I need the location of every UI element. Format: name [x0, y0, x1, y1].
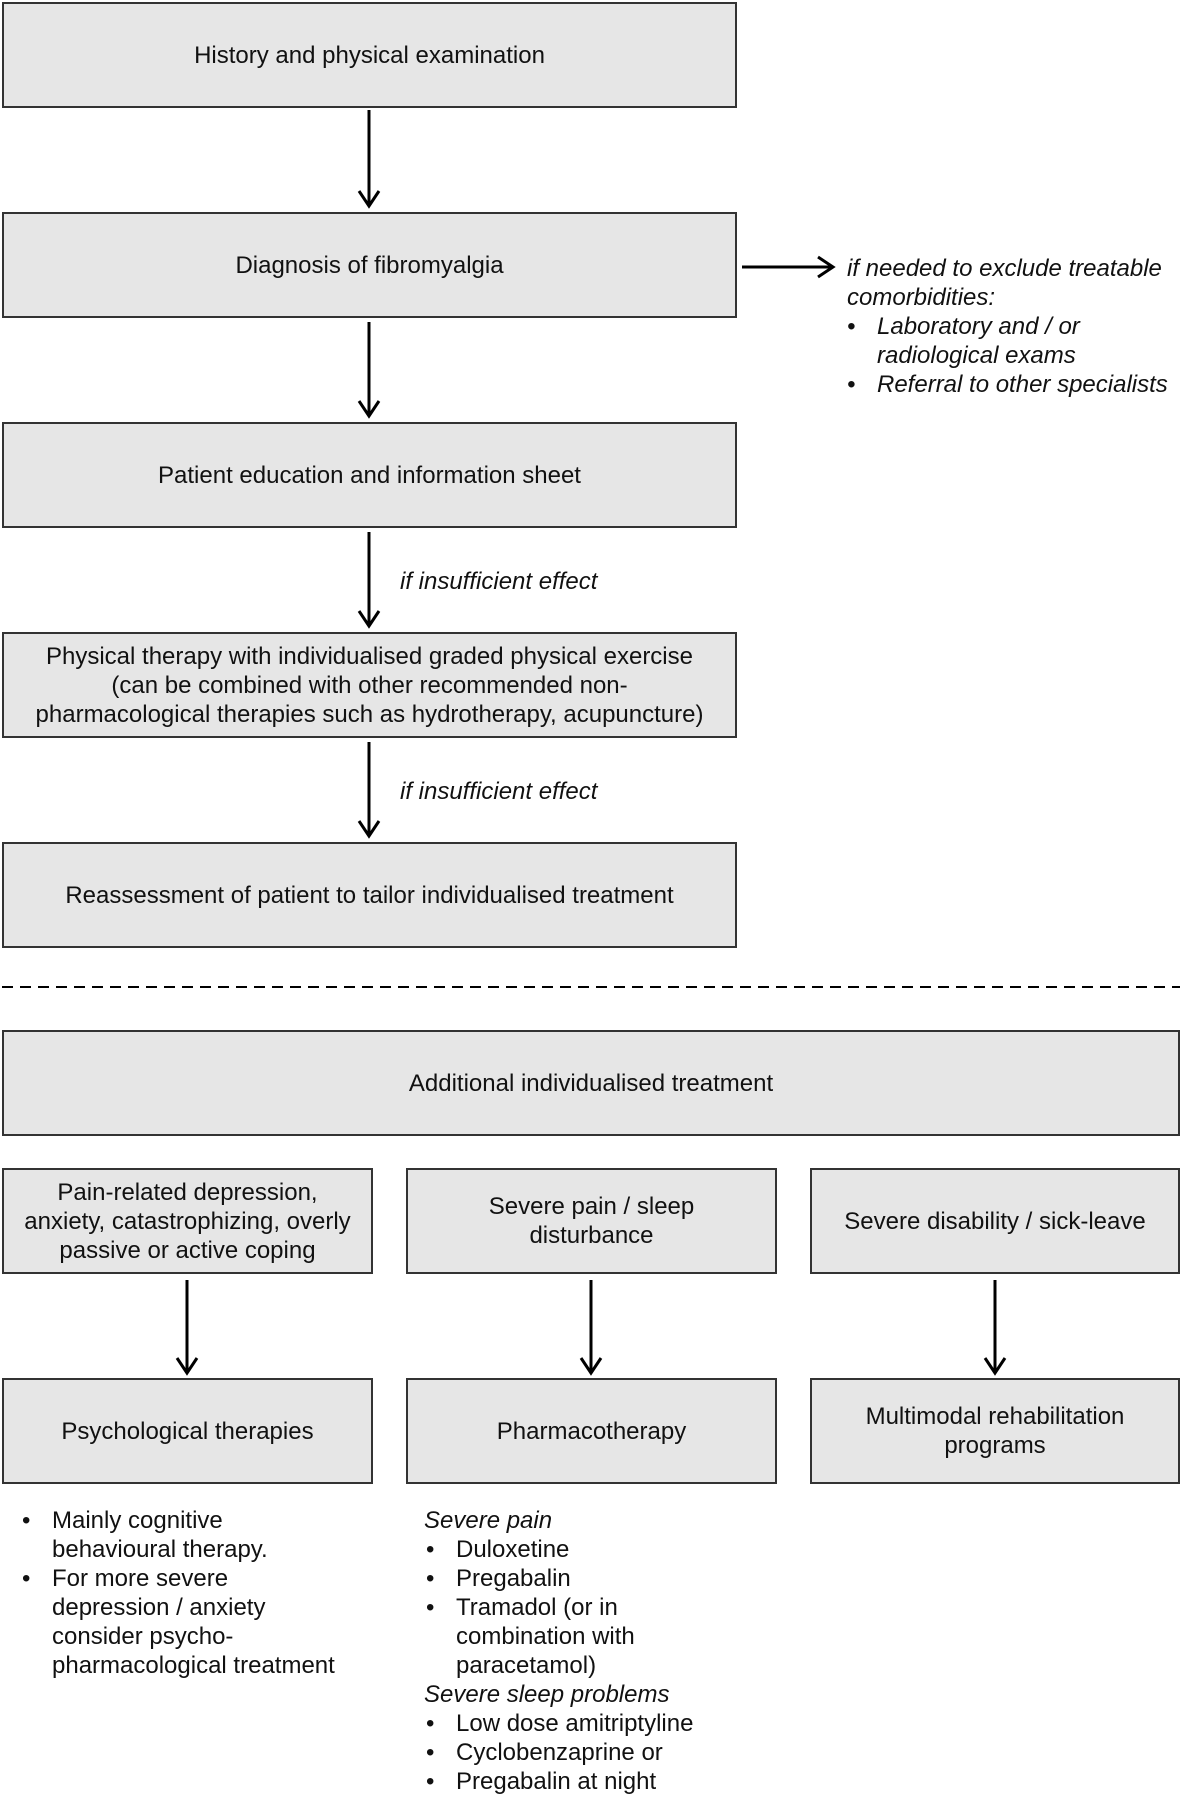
- psych-note-item: Mainly cognitive behavioural therapy.: [20, 1506, 380, 1564]
- arrowhead: [357, 820, 381, 839]
- drug-item: Cyclobenzaprine or: [424, 1738, 784, 1767]
- education-box: Patient education and information sheet: [2, 422, 737, 528]
- condition-line: Pain-related depression,: [57, 1178, 318, 1206]
- psychological-notes-list: Mainly cognitive behavioural therapy. Fo…: [20, 1506, 380, 1680]
- reassessment-label: Reassessment of patient to tailor indivi…: [65, 881, 674, 909]
- drug-line: Pregabalin: [456, 1565, 571, 1592]
- psych-note-line: pharmacological treatment: [52, 1652, 335, 1679]
- treatment-label: Pharmacotherapy: [496, 1417, 687, 1445]
- physical-therapy-line: (can be combined with other recommended …: [111, 671, 628, 699]
- drug-item: Low dose amitriptyline: [424, 1709, 784, 1738]
- drug-line: paracetamol): [456, 1652, 597, 1679]
- condition-line: Severe disability / sick-leave: [844, 1207, 1146, 1235]
- condition-box-depression: Pain-related depression, anxiety, catast…: [2, 1168, 373, 1274]
- arrowhead: [357, 190, 381, 209]
- condition-line: anxiety, catastrophizing, overly: [24, 1207, 351, 1235]
- severe-pain-heading: Severe pain: [424, 1507, 553, 1534]
- psych-note-item: For more severe depression / anxiety con…: [20, 1564, 380, 1680]
- drug-line: Pregabalin at night: [456, 1768, 657, 1795]
- treatment-box-rehabilitation: Multimodal rehabilitation programs: [810, 1378, 1180, 1484]
- condition-line: Severe pain / sleep: [488, 1193, 695, 1220]
- sleep-problems-list: Low dose amitriptyline Cyclobenzaprine o…: [424, 1709, 784, 1796]
- education-label: Patient education and information sheet: [158, 461, 581, 489]
- condition-box-pain-sleep: Severe pain / sleep disturbance: [406, 1168, 777, 1274]
- drug-line: Low dose amitriptyline: [456, 1710, 694, 1737]
- treatment-label: programs: [944, 1432, 1046, 1459]
- history-label: History and physical examination: [194, 41, 545, 69]
- history-box: History and physical examination: [2, 2, 737, 108]
- note-item-line: Laboratory and / or: [877, 313, 1080, 340]
- arrowhead: [579, 1357, 603, 1376]
- additional-treatment-box: Additional individualised treatment: [2, 1030, 1180, 1136]
- insufficient-effect-label: if insufficient effect: [400, 778, 598, 805]
- treatment-box-pharmacotherapy: Pharmacotherapy: [406, 1378, 777, 1484]
- arrowhead: [817, 255, 836, 279]
- pharmacotherapy-notes: Severe pain Duloxetine Pregabalin Tramad…: [424, 1506, 784, 1796]
- physical-therapy-line: Physical therapy with individualised gra…: [45, 642, 693, 670]
- treatment-box-psychological: Psychological therapies: [2, 1378, 373, 1484]
- note-list: Laboratory and / or radiological exams R…: [845, 312, 1177, 399]
- drug-line: Tramadol (or in: [456, 1594, 618, 1621]
- drug-line: combination with: [456, 1623, 635, 1650]
- physical-therapy-box: Physical therapy with individualised gra…: [2, 632, 737, 738]
- drug-item: Duloxetine: [424, 1535, 784, 1564]
- physical-therapy-line: pharmacological therapies such as hydrot…: [35, 700, 704, 728]
- note-heading-line: comorbidities:: [847, 284, 996, 311]
- sleep-problems-heading: Severe sleep problems: [424, 1681, 670, 1708]
- condition-box-disability: Severe disability / sick-leave: [810, 1168, 1180, 1274]
- arrowhead: [983, 1357, 1007, 1376]
- psych-note-line: behavioural therapy.: [52, 1536, 268, 1563]
- note-item: Referral to other specialists: [845, 370, 1177, 399]
- insufficient-effect-label: if insufficient effect: [400, 568, 598, 595]
- note-item: Laboratory and / or radiological exams: [845, 312, 1177, 370]
- condition-line: passive or active coping: [59, 1236, 316, 1264]
- condition-line: disturbance: [529, 1222, 654, 1249]
- arrowhead: [357, 610, 381, 629]
- note-heading-line: if needed to exclude treatable: [847, 255, 1162, 282]
- treatment-label: Psychological therapies: [61, 1417, 314, 1445]
- arrowhead: [175, 1357, 199, 1376]
- psychological-notes: Mainly cognitive behavioural therapy. Fo…: [20, 1506, 380, 1680]
- drug-item: Tramadol (or in combination with paracet…: [424, 1593, 784, 1680]
- arrowhead: [357, 400, 381, 419]
- note-item-line: Referral to other specialists: [877, 371, 1168, 398]
- additional-treatment-label: Additional individualised treatment: [408, 1069, 774, 1097]
- diagnosis-label: Diagnosis of fibromyalgia: [235, 251, 504, 279]
- psych-note-line: depression / anxiety: [52, 1594, 266, 1621]
- drug-item: Pregabalin at night: [424, 1767, 784, 1796]
- treatment-label: Multimodal rehabilitation: [865, 1403, 1125, 1430]
- drug-line: Duloxetine: [456, 1536, 570, 1563]
- note-item-line: radiological exams: [877, 342, 1076, 369]
- reassessment-box: Reassessment of patient to tailor indivi…: [2, 842, 737, 948]
- psych-note-line: Mainly cognitive: [52, 1507, 223, 1534]
- severe-pain-list: Duloxetine Pregabalin Tramadol (or in co…: [424, 1535, 784, 1680]
- comorbidities-note: if needed to exclude treatable comorbidi…: [847, 254, 1177, 399]
- drug-line: Cyclobenzaprine or: [456, 1739, 663, 1766]
- psych-note-line: consider psycho-: [52, 1623, 234, 1650]
- diagnosis-box: Diagnosis of fibromyalgia: [2, 212, 737, 318]
- drug-item: Pregabalin: [424, 1564, 784, 1593]
- psych-note-line: For more severe: [52, 1565, 229, 1592]
